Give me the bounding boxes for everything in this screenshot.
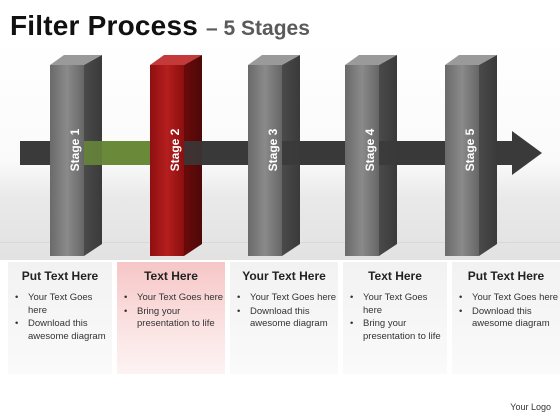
text-boxes-row: Put Text HereYour Text Goes hereDownload… <box>8 262 560 374</box>
panel-top-face <box>345 55 397 65</box>
bullet-item: Download this awesome diagram <box>459 306 560 331</box>
panel-top-face <box>50 55 102 65</box>
panel-front-face <box>248 65 282 256</box>
title-sub: – 5 Stages <box>206 17 310 40</box>
panel-front-face <box>445 65 479 256</box>
box-heading: Put Text Here <box>21 269 99 283</box>
process-arrow-front <box>84 141 445 165</box>
stage-label: Stage 2 <box>168 128 182 171</box>
stage-panel <box>445 55 497 256</box>
arrow-segment <box>282 141 345 165</box>
page-title: Filter Process – 5 Stages <box>10 6 310 43</box>
box-heading: Text Here <box>144 269 198 283</box>
bullet-item: Your Text Goes here <box>350 292 447 317</box>
stage-text-box: Put Text HereYour Text Goes hereDownload… <box>8 262 112 374</box>
bullet-item: Your Text Goes here <box>124 292 225 305</box>
stage-text-box: Text HereYour Text Goes hereBring your p… <box>117 262 225 374</box>
logo-placeholder: Your Logo <box>510 402 551 412</box>
bullet-item: Your Text Goes here <box>237 292 338 305</box>
panel-front-face <box>50 65 84 256</box>
bullet-item: Download this awesome diagram <box>15 318 112 343</box>
stage-label: Stage 1 <box>68 128 82 171</box>
box-bullet-list: Your Text Goes hereDownload this awesome… <box>8 292 112 343</box>
bullet-item: Your Text Goes here <box>459 292 560 305</box>
panel-front-face <box>345 65 379 256</box>
arrow-segment <box>184 141 248 165</box>
stage-panel <box>150 55 202 256</box>
box-heading: Text Here <box>368 269 422 283</box>
panel-top-face <box>248 55 300 65</box>
box-bullet-list: Your Text Goes hereDownload this awesome… <box>452 292 560 331</box>
filter-process-diagram: Stage 1 Stage 2 Stage 3 Stage 4 Stage 5 <box>20 55 542 256</box>
bullet-item: Bring your presentation to life <box>350 318 447 343</box>
panel-front-face <box>150 65 184 256</box>
panel-top-face <box>150 55 202 65</box>
box-bullet-list: Your Text Goes hereDownload this awesome… <box>230 292 338 331</box>
stage-text-box: Your Text HereYour Text Goes hereDownloa… <box>230 262 338 374</box>
bullet-item: Your Text Goes here <box>15 292 112 317</box>
title-main: Filter Process <box>10 10 198 41</box>
stage-label: Stage 3 <box>266 128 280 171</box>
box-heading: Put Text Here <box>467 269 545 283</box>
box-heading: Your Text Here <box>242 269 326 283</box>
stage-label: Stage 4 <box>363 128 377 171</box>
arrow-segment <box>379 141 445 165</box>
bullet-item: Download this awesome diagram <box>237 306 338 331</box>
bullet-item: Bring your presentation to life <box>124 306 225 331</box>
panel-side-face <box>479 55 497 256</box>
arrow-head <box>512 131 542 175</box>
stage-text-box: Put Text HereYour Text Goes hereDownload… <box>452 262 560 374</box>
box-bullet-list: Your Text Goes hereBring your presentati… <box>117 292 225 331</box>
panel-top-face <box>445 55 497 65</box>
stage-label: Stage 5 <box>463 128 477 171</box>
arrow-segment <box>84 141 150 165</box>
stage-text-box: Text HereYour Text Goes hereBring your p… <box>343 262 447 374</box>
box-bullet-list: Your Text Goes hereBring your presentati… <box>343 292 447 343</box>
